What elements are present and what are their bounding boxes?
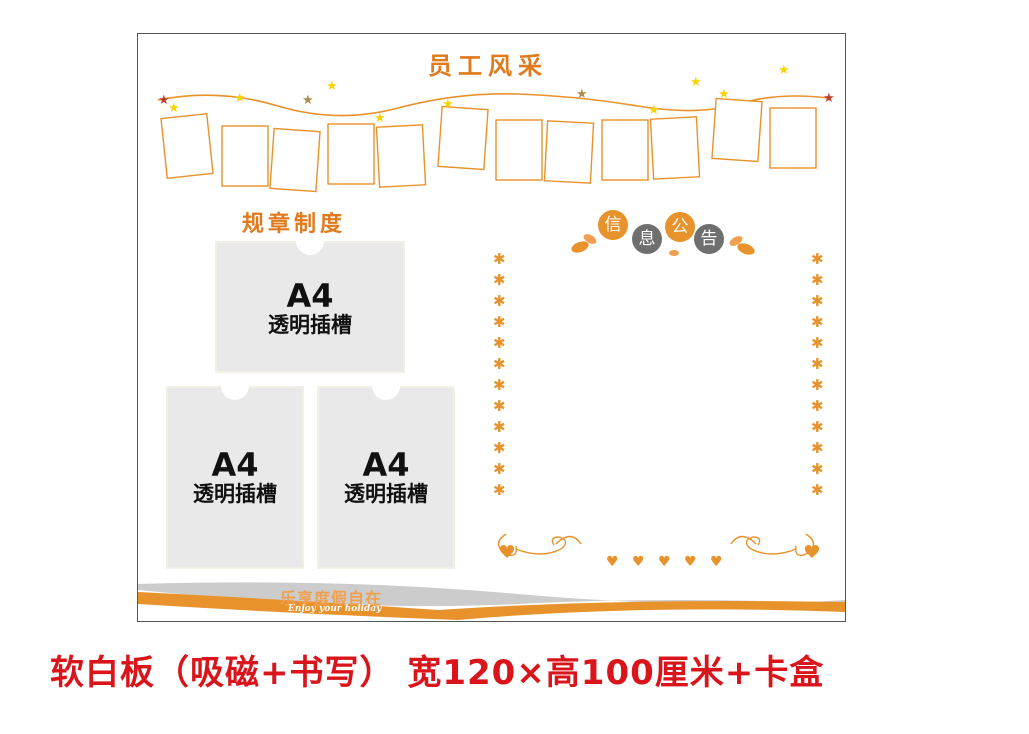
product-caption: 软白板（吸磁+书写） 宽120×高100厘米+卡盒: [50, 653, 825, 693]
slot-label: 透明插槽: [344, 482, 428, 506]
star-icon: ★: [168, 101, 180, 116]
slot-size-label: A4: [211, 446, 259, 484]
photo-frame: [769, 107, 817, 169]
flower-icon: ✱: [493, 439, 506, 457]
flower-icon: ✱: [493, 292, 506, 310]
notice-leaves-icon: [571, 234, 755, 256]
flower-icon: ✱: [811, 313, 824, 331]
star-icon: ★: [234, 91, 246, 106]
photo-frame: [221, 125, 269, 187]
flower-icon: ✱: [493, 313, 506, 331]
star-icon: ★: [374, 111, 386, 126]
photo-frame: [160, 112, 214, 180]
slot-label: 透明插槽: [268, 313, 352, 337]
heart-icon: ♥: [658, 554, 671, 570]
flower-icon: ✱: [811, 418, 824, 436]
photo-frame: [375, 124, 427, 188]
star-icon: ★: [648, 103, 660, 118]
whiteboard-design: ★★★★★★★★★★★★★ 员工风采 规章制度 A4 透明插槽 A4 透明插槽 …: [137, 33, 846, 622]
a4-slot-left: A4 透明插槽: [166, 386, 304, 569]
photo-frame: [495, 119, 543, 181]
notice-char-4: 告: [694, 224, 724, 254]
star-icon: ★: [158, 93, 170, 108]
flower-icon: ✱: [493, 334, 506, 352]
flower-icon: ✱: [493, 460, 506, 478]
notice-char-1: 信: [598, 210, 628, 240]
bottom-swoosh: [138, 582, 845, 620]
heart-icon: ♥: [606, 554, 619, 570]
flower-icon: ✱: [493, 355, 506, 373]
a4-slot-top: A4 透明插槽: [215, 241, 405, 373]
staff-title: 员工风采: [428, 52, 548, 80]
flower-icon: ✱: [811, 460, 824, 478]
star-icon: ★: [576, 87, 588, 102]
flower-icon: ✱: [811, 355, 824, 373]
slogan-cn: 乐享度假自在: [280, 589, 383, 608]
star-icon: ★: [302, 93, 314, 108]
flower-icon: ✱: [493, 481, 506, 499]
notice-char-2: 息: [632, 224, 662, 254]
star-icon: ★: [690, 75, 702, 90]
photo-frame: [327, 123, 375, 185]
flower-icon: ✱: [811, 397, 824, 415]
slogan-en: Enjoy your holiday: [288, 604, 382, 614]
star-icon: ★: [326, 79, 338, 94]
notice-frame: ✱ ✱ ✱ ✱ ✱ ✱ ✱ ✱ ✱ ✱ ✱ ✱ ✱ ✱ ✱ ✱ ✱ ✱ ✱ ✱ ✱ ✱ ✱ ✱ ♥ ♥ ♥ ♥ ♥: [493, 250, 824, 570]
flower-icon: ✱: [811, 439, 824, 457]
photo-frame: [543, 120, 595, 184]
flower-icon: ✱: [493, 271, 506, 289]
flower-icon: ✱: [811, 334, 824, 352]
star-icon: ★: [823, 91, 835, 106]
photo-frame: [649, 116, 701, 180]
flower-icon: ✱: [811, 271, 824, 289]
slot-size-label: A4: [286, 277, 334, 315]
slot-size-label: A4: [362, 446, 410, 484]
star-icon: ★: [442, 97, 454, 112]
flower-icon: ✱: [493, 418, 506, 436]
notice-char-3: 公: [665, 212, 695, 242]
flower-icon: ✱: [811, 376, 824, 394]
flower-icon: ✱: [811, 481, 824, 499]
heart-icon: ♥: [684, 554, 697, 570]
photo-frame: [711, 97, 763, 163]
photo-frame: [601, 119, 649, 181]
heart-icon: ♥: [632, 554, 645, 570]
flower-icon: ✱: [811, 292, 824, 310]
star-icon: ★: [718, 87, 730, 102]
star-icon: ★: [778, 63, 790, 78]
flower-icon: ✱: [493, 376, 506, 394]
photo-frame: [269, 127, 321, 193]
flower-icon: ✱: [811, 250, 824, 268]
rules-title: 规章制度: [242, 212, 347, 237]
photo-frame: [437, 105, 489, 171]
flower-icon: ✱: [493, 397, 506, 415]
heart-icon: ♥: [710, 554, 723, 570]
photo-garland: ★★★★★★★★★★★★★: [157, 63, 835, 193]
flower-icon: ✱: [493, 250, 506, 268]
a4-slot-right: A4 透明插槽: [317, 386, 455, 569]
slot-label: 透明插槽: [193, 482, 277, 506]
